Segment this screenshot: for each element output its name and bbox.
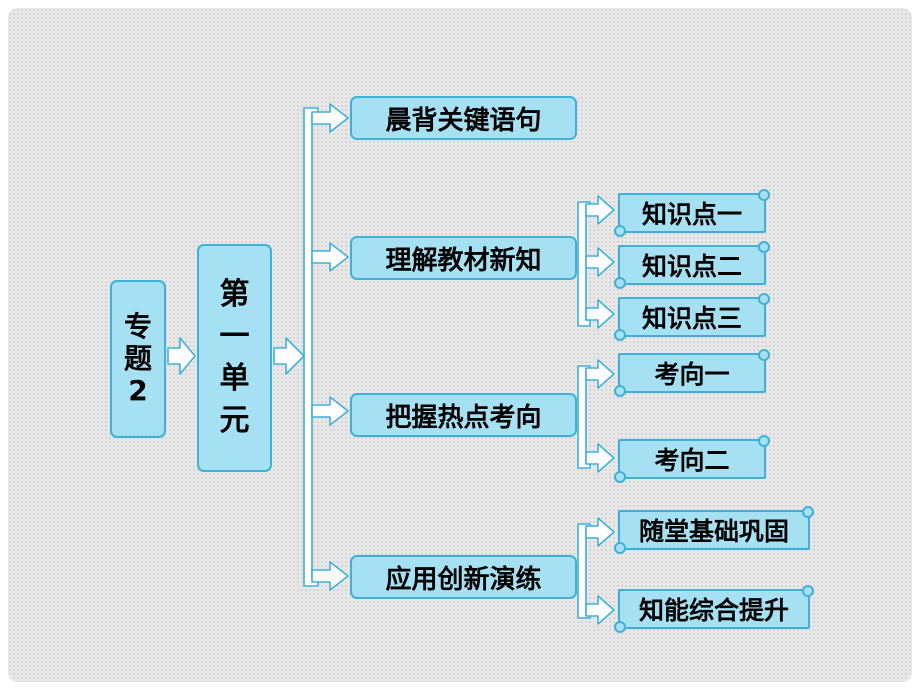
arrow-to-section-2 (311, 242, 349, 272)
unit-char-3: 单 (219, 361, 250, 396)
practice-2-box: 知能综合提升 (614, 585, 814, 633)
direction-1-box: 考向一 (614, 349, 770, 397)
arrow-topic-to-unit (167, 337, 196, 375)
knowledge-point-1-label: 知识点一 (641, 200, 742, 229)
unit-char-1: 第 (219, 277, 250, 312)
topic-box: 专 题 2 (110, 280, 166, 438)
arrow-unit-to-sections (273, 337, 305, 375)
topic-char-1: 专 (123, 309, 152, 343)
knowledge-point-3-label: 知识点三 (641, 304, 742, 333)
topic-char-3: 2 (128, 374, 148, 408)
practice-1-box: 随堂基础巩固 (614, 506, 814, 554)
arrow-to-practice1 (585, 517, 615, 547)
arrow-to-section-3 (311, 396, 349, 426)
arrow-to-dir1 (585, 359, 615, 389)
section-2-box: 理解教材新知 (350, 236, 577, 280)
topic-char-2: 题 (123, 341, 152, 375)
section-4-label: 应用创新演练 (385, 564, 542, 595)
main-bracket (303, 107, 319, 587)
direction-2-label: 考向二 (654, 446, 730, 475)
section-2-label: 理解教材新知 (385, 245, 542, 276)
section-1-label: 晨背关键语句 (385, 105, 542, 136)
arrow-to-dir2 (585, 443, 615, 473)
section-3-box: 把握热点考向 (350, 393, 577, 437)
arrow-to-section-4 (311, 561, 349, 591)
knowledge-point-2-box: 知识点二 (614, 241, 770, 289)
arrow-to-kp2 (585, 247, 615, 277)
arrow-to-section-1 (311, 103, 349, 133)
unit-char-4: 元 (219, 403, 250, 438)
unit-box: 第 一 单 元 (197, 244, 272, 472)
knowledge-point-2-label: 知识点二 (641, 252, 742, 281)
section-3-label: 把握热点考向 (385, 402, 542, 433)
section-4-box: 应用创新演练 (350, 555, 577, 599)
practice-2-label: 知能综合提升 (638, 596, 789, 625)
unit-char-2: 一 (219, 319, 250, 354)
section-1-box: 晨背关键语句 (350, 96, 577, 140)
arrow-to-practice2 (585, 595, 615, 625)
arrow-to-kp3 (585, 299, 615, 329)
practice-1-label: 随堂基础巩固 (638, 517, 789, 546)
knowledge-point-1-box: 知识点一 (614, 189, 770, 237)
direction-2-box: 考向二 (614, 435, 770, 483)
knowledge-point-3-box: 知识点三 (614, 293, 770, 341)
direction-1-label: 考向一 (654, 360, 730, 389)
arrow-to-kp1 (585, 195, 615, 225)
